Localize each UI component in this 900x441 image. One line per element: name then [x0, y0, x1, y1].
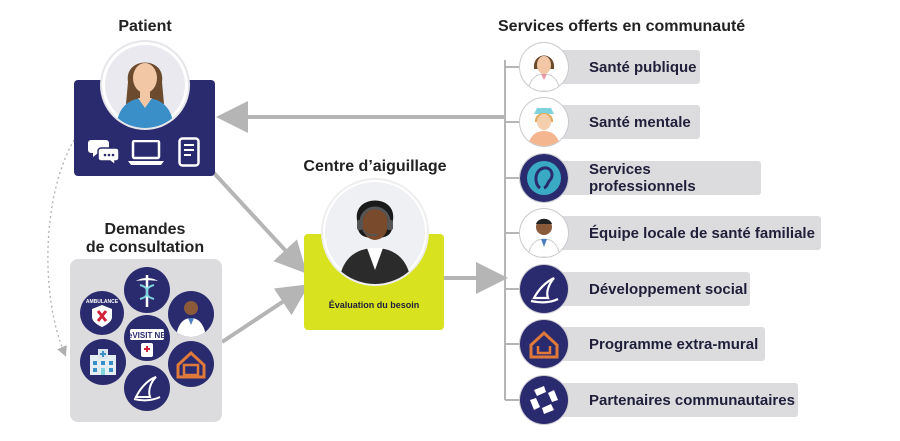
doctor-female-icon	[520, 43, 568, 91]
center-box-label: Évaluation du besoin	[328, 300, 420, 310]
ear-icon	[520, 154, 568, 202]
dotted-arrow-patient-to-requests	[47, 139, 75, 357]
caduceus-icon	[124, 267, 170, 313]
service-label: Santé publique	[589, 58, 697, 76]
service-item-programme-extra-mural: Programme extra-mural	[533, 327, 765, 361]
doctor-request-icon	[168, 291, 214, 337]
services-title: Services offerts en communauté	[498, 18, 746, 35]
service-item-partenaires: Partenaires communautaires	[533, 383, 798, 417]
requests-title-line2: de consultation	[85, 239, 205, 256]
extramural-request-icon	[168, 341, 214, 387]
service-label: Équipe locale de santé familiale	[589, 224, 815, 242]
tablet-icon	[178, 137, 200, 167]
service-label: Programme extra-mural	[589, 335, 759, 353]
service-item-services-professionnels: Services professionnels	[533, 161, 761, 195]
doctor-male-icon	[520, 209, 568, 257]
social-dev-request-icon	[124, 365, 170, 411]
house-logo-icon	[520, 320, 568, 368]
chat-icon	[88, 137, 120, 165]
nurse-icon	[520, 98, 568, 146]
service-label: Partenaires communautaires	[589, 391, 795, 409]
evisit-logo-icon: eVISIT NB	[124, 315, 170, 361]
ambulance-text: AMBULANCE	[86, 299, 119, 305]
patient-avatar	[102, 42, 188, 128]
service-item-equipe-locale: Équipe locale de santé familiale	[533, 216, 821, 250]
evisit-text: eVISIT NB	[128, 331, 166, 340]
service-label: Services professionnels	[589, 161, 696, 195]
center-title: Centre d’aiguillage	[303, 158, 447, 175]
service-item-developpement-social: Développement social	[533, 272, 750, 306]
arrow-requests-to-center	[220, 284, 310, 344]
boat-logo-icon	[520, 265, 568, 313]
laptop-icon	[128, 140, 164, 166]
operator-avatar	[323, 180, 427, 284]
arrow-patient-to-center	[211, 170, 307, 274]
patient-title: Patient	[118, 18, 172, 35]
service-label: Santé mentale	[589, 113, 691, 131]
ambulance-logo-icon: AMBULANCE	[80, 291, 124, 335]
hands-icon	[520, 376, 568, 424]
service-label: Développement social	[589, 280, 748, 298]
hospital-icon	[80, 339, 126, 385]
requests-title-line1: Demandes	[104, 221, 186, 238]
requests-title: Demandes de consultation	[70, 221, 220, 257]
